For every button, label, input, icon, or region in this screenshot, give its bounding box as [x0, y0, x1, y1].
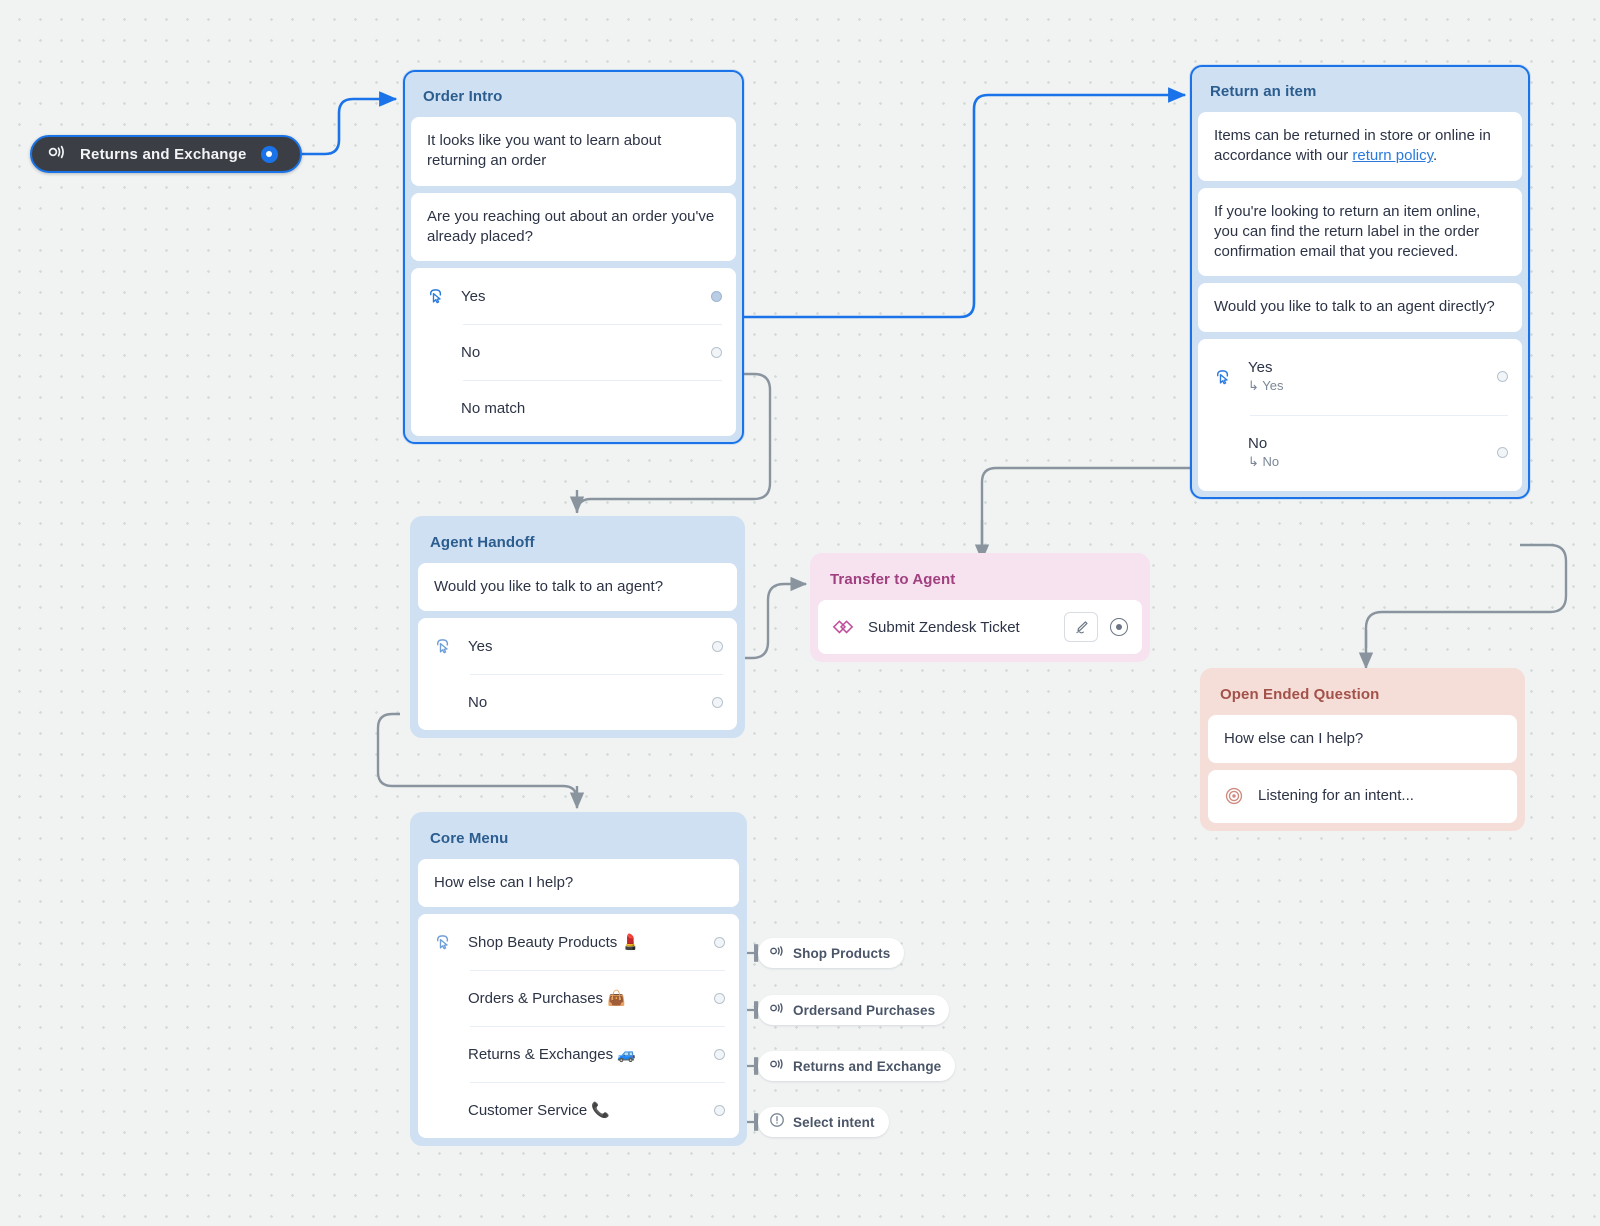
node-title: Agent Handoff [430, 534, 535, 551]
choice-port[interactable] [711, 346, 722, 358]
choice-port[interactable] [1497, 447, 1508, 458]
node-title: Return an item [1210, 83, 1317, 100]
message-bubble: How else can I help? [1208, 715, 1517, 764]
message-text-pre: Items can be returned in store or online… [1214, 127, 1491, 165]
click-cursor-icon [425, 287, 447, 305]
zendesk-icon [832, 616, 854, 638]
choice-label: Orders & Purchases 👜 [468, 990, 626, 1008]
choice-row[interactable]: No match [411, 380, 736, 436]
choice-port[interactable] [712, 640, 723, 652]
choices-block: Yes No [418, 618, 737, 731]
node-agent-handoff[interactable]: Agent Handoff Would you like to talk to … [410, 516, 745, 739]
listening-label: Listening for an intent... [1258, 787, 1414, 805]
intent-icon [769, 1057, 785, 1075]
edge-order-yes-to-return [722, 87, 1187, 319]
choice-row[interactable]: Customer Service 📞 [418, 1082, 739, 1138]
choice-port[interactable] [1497, 371, 1508, 382]
node-title: Transfer to Agent [830, 571, 956, 588]
choice-label: No ↳ No [1248, 435, 1497, 470]
node-transfer-to-agent[interactable]: Transfer to Agent Submit Zendesk Ticket [810, 553, 1150, 662]
choice-port[interactable] [714, 1104, 725, 1116]
node-open-ended-question[interactable]: Open Ended Question How else can I help?… [1200, 668, 1525, 831]
choice-port[interactable] [714, 936, 725, 948]
action-label: Submit Zendesk Ticket [868, 618, 1020, 636]
action-port[interactable] [1110, 618, 1128, 636]
intent-chip-shop-products[interactable]: Shop Products [758, 938, 905, 968]
choice-label: Yes ↳ Yes [1248, 359, 1497, 394]
intent-chip-label: Shop Products [793, 945, 891, 961]
choice-row[interactable]: Yes [411, 268, 736, 324]
intent-chip-orders-and-purchases[interactable]: Ordersand Purchases [758, 995, 950, 1025]
message-bubble: How else can I help? [418, 859, 739, 908]
intent-icon [48, 145, 66, 164]
message-bubble: It looks like you want to learn about re… [411, 117, 736, 186]
message-bubble: If you're looking to return an item onli… [1198, 187, 1522, 277]
choices-block: Yes No No match [411, 268, 736, 436]
node-return-an-item[interactable]: Return an item Items can be returned in … [1190, 65, 1530, 499]
message-bubble: Are you reaching out about an order you'… [411, 192, 736, 261]
intent-chip-returns-and-exchange[interactable]: Returns and Exchange [758, 1051, 956, 1081]
choice-label: No match [461, 399, 526, 417]
choice-row[interactable]: Shop Beauty Products 💄 [418, 914, 739, 970]
choice-label: No [468, 693, 488, 711]
click-cursor-icon [432, 933, 454, 951]
intent-icon [769, 944, 785, 962]
message-bubble: Would you like to talk to an agent direc… [1198, 283, 1522, 332]
alert-icon [769, 1112, 785, 1133]
choice-label: Returns & Exchanges 🚙 [468, 1046, 636, 1064]
choice-port[interactable] [712, 696, 723, 708]
click-cursor-icon [1212, 368, 1234, 386]
node-order-intro[interactable]: Order Intro It looks like you want to le… [403, 70, 744, 444]
choice-port[interactable] [711, 290, 722, 302]
choices-block: Shop Beauty Products 💄 Orders & Purchase… [418, 914, 739, 1139]
intent-icon [769, 1001, 785, 1019]
choice-label: Customer Service 📞 [468, 1102, 611, 1120]
choice-sublabel: ↳ Yes [1248, 378, 1284, 393]
choice-sublabel: ↳ No [1248, 454, 1280, 469]
listening-row: Listening for an intent... [1208, 770, 1517, 823]
choice-label-text: No [1248, 435, 1268, 452]
intent-chip-select-intent[interactable]: Select intent [758, 1107, 889, 1137]
choice-label: Shop Beauty Products 💄 [468, 934, 641, 952]
node-title: Order Intro [423, 88, 503, 105]
choice-label: Yes [468, 637, 493, 655]
intent-chip-label: Ordersand Purchases [793, 1002, 936, 1018]
choice-row[interactable]: Returns & Exchanges 🚙 [418, 1026, 739, 1082]
choice-row[interactable]: No ↳ No [1198, 414, 1522, 491]
choice-row[interactable]: No [418, 674, 737, 730]
choice-row[interactable]: Orders & Purchases 👜 [418, 970, 739, 1026]
click-cursor-icon [432, 637, 454, 655]
start-intent-label: Returns and Exchange [80, 145, 247, 163]
node-title: Core Menu [430, 830, 509, 847]
edge-start-to-order-intro [302, 91, 398, 156]
action-row[interactable]: Submit Zendesk Ticket [818, 600, 1142, 654]
choice-label: No [461, 343, 481, 361]
choice-port[interactable] [714, 992, 725, 1004]
start-intent-node[interactable]: Returns and Exchange [30, 135, 302, 173]
edge-return-yes-to-transfer [980, 466, 1190, 566]
edge-return-no-to-open-ended [1364, 543, 1568, 648]
choice-port[interactable] [714, 1048, 725, 1060]
intent-chip-label: Returns and Exchange [793, 1058, 942, 1074]
pencil-icon[interactable] [1064, 612, 1098, 642]
message-text-post: . [1433, 147, 1438, 165]
message-bubble: Would you like to talk to an agent? [418, 563, 737, 612]
node-core-menu[interactable]: Core Menu How else can I help? Shop Beau… [410, 812, 747, 1147]
message-bubble: Items can be returned in store or online… [1198, 112, 1522, 181]
start-intent-port[interactable] [260, 145, 278, 163]
choice-row[interactable]: No [411, 324, 736, 380]
choice-row[interactable]: Yes ↳ Yes [1198, 339, 1522, 415]
choice-row[interactable]: Yes [418, 618, 737, 674]
return-policy-link[interactable]: return policy [1352, 147, 1433, 165]
choice-label: Yes [461, 287, 486, 305]
choice-label-text: Yes [1248, 359, 1273, 376]
intent-chip-label: Select intent [793, 1114, 875, 1130]
node-title: Open Ended Question [1220, 686, 1380, 703]
choices-block: Yes ↳ Yes No ↳ No [1198, 338, 1522, 491]
listening-icon [1224, 786, 1244, 806]
